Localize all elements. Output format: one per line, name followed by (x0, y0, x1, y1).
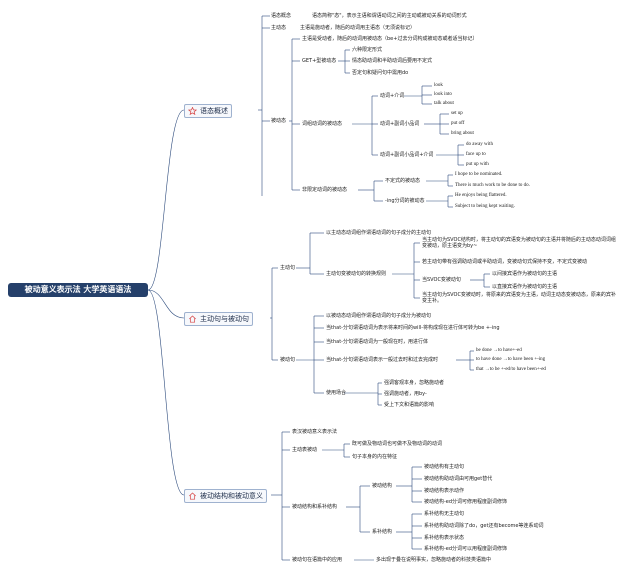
node-verb-prep[interactable]: 动词+介词 (380, 93, 405, 99)
list-item: talk about (434, 101, 454, 106)
node-verb-particle-prep[interactable]: 动词+副词小品词+介词 (380, 152, 434, 158)
list-item: 被动结构表示动作 (424, 488, 465, 494)
list-item: 强调客观本身，忽略施动者 (384, 380, 445, 386)
list-item: do away with (466, 142, 493, 147)
list-item: 既可做及物动词也可做不及物动词的动词 (352, 441, 443, 447)
node-active-voice-text: 主语是施动者，随后的动词用主语态（无须说标记） (300, 25, 416, 31)
node-active-sentence-def: 以主动态动词组作谓语动词的句子成分的主动句 (326, 230, 432, 236)
node-passive-voice-text: 主语是受动者，随后的动词用被动态（be+过去分词构成被动态或者适当标记） (302, 36, 478, 42)
list-item: 当that-分句谓语动词为表示将来时间的will-将构成现在进行体可转为be +… (326, 325, 500, 331)
branch-label: 被动结构和被动意义 (200, 492, 263, 500)
list-item: set up (451, 111, 463, 116)
list-item: 以间接宾语作为被动句的主语 (492, 271, 558, 277)
node-active-for-passive[interactable]: 主动表被动 (292, 447, 318, 453)
list-item: 否定句和疑问句中需用do (352, 70, 409, 76)
list-item: 系补结构无主动句 (424, 511, 465, 517)
node-usage[interactable]: 使用场合 (326, 390, 347, 396)
list-item: Subject to being kept waiting. (455, 204, 515, 209)
node-discourse-usage[interactable]: 被动句在语篇中的应用 (292, 557, 343, 563)
list-item: 系补结构-ed分词可以用程度副词修饰 (424, 546, 508, 552)
node-passive-meaning[interactable]: 表汉被动意义表示法 (292, 429, 338, 435)
star-icon (188, 107, 197, 115)
node-discourse-text: 多出现于叠在说明事实，忽略施动者的科技类语篇中 (376, 557, 492, 563)
list-item: 被动结构有主动句 (424, 464, 465, 470)
list-item: look into (434, 92, 452, 97)
node-verb-particle[interactable]: 动词+副词小品词 (380, 121, 420, 127)
list-item: He enjoys being flattered. (455, 193, 507, 198)
node-structure-compare[interactable]: 被动结构和系补结构 (292, 504, 338, 510)
node-linking-structure[interactable]: 系补结构 (372, 529, 393, 535)
list-item: 句子本身的内在特征 (352, 454, 398, 460)
list-item: I hope to be nominated. (455, 172, 503, 177)
list-item: that →to be +-ed/to have been+-ed (476, 367, 546, 372)
node-transform-rules[interactable]: 主动句变被动句的转换规则 (326, 271, 387, 277)
list-item: 情态助动词和半助动词后要用不定式 (352, 58, 433, 64)
node-passive-structure[interactable]: 被动结构 (372, 483, 393, 489)
list-item: 被动结构-ed分词可修用程度副词修饰 (424, 499, 508, 505)
branch-passive-structure[interactable]: 被动结构和被动意义 (184, 489, 267, 503)
list-item: 六种限定形式 (352, 47, 383, 53)
list-item: put up with (466, 162, 489, 167)
list-item: There is much work to be done to do. (455, 183, 530, 188)
list-item: to have done →to have been +-ing (476, 357, 546, 362)
branch-active-passive[interactable]: 主动句与被动句 (184, 312, 253, 326)
rule-text: 当主动句为SVOC结构时，将主动句的宾语变为被动句的主语并将随后的主动态动词词组… (422, 237, 616, 249)
rule-text: 若主动句带有强调助动词或半助动词，变被动句式保持不变，不定式变被动 (422, 259, 588, 265)
list-item: 当that-分句谓语动词为一般现在时，用进行体 (326, 339, 428, 345)
branch-label: 主动句与被动句 (200, 315, 249, 323)
branch-voice-overview[interactable]: 语态概述 (184, 104, 232, 118)
rule-text: 当主动句为SVOC变被动时，将原来的宾语变为主语，动词主动态变被动态，原来的宾补… (422, 292, 616, 304)
node-get-passive[interactable]: GET+型被动态 (302, 58, 337, 64)
house-icon (189, 315, 196, 323)
node-nonfinite-passive[interactable]: 非限定动词的被动态 (302, 187, 348, 193)
branch-label: 语态概述 (200, 107, 228, 115)
list-item: put off (451, 121, 465, 126)
node-phrasal-passive[interactable]: 词组动词的被动态 (302, 121, 343, 127)
list-item: bring about (451, 131, 474, 136)
node-ing-passive[interactable]: -ing分词的被动态 (385, 198, 425, 204)
list-item: 以被动态动词组作谓语动词的句子成分为被动句 (326, 313, 432, 319)
root-node[interactable]: 被动意义表示法 大学英语语法 (8, 283, 148, 297)
node-svoc-passive[interactable]: 当SVOC变被动句 (422, 277, 461, 283)
list-item: be done →to have+-ed (476, 348, 522, 353)
list-item: face up to (466, 152, 486, 157)
node-passive-sentence[interactable]: 被动句 (280, 357, 296, 363)
node-passive-voice[interactable]: 被动态 (271, 118, 287, 124)
list-item: 受上下文和语篇的影响 (384, 402, 435, 408)
house-icon (189, 492, 196, 500)
node-active-voice[interactable]: 主动态 (271, 25, 287, 31)
node-active-sentence[interactable]: 主动句 (280, 265, 296, 271)
list-item: 强调施动者，用by- (384, 391, 427, 397)
node-infinitive-passive[interactable]: 不定式的被动态 (385, 178, 421, 184)
node-that-clause[interactable]: 当that-分句谓语动词表示一般过去时和过去完成时 (326, 357, 438, 363)
list-item: look (434, 83, 443, 88)
list-item: 系补结构表示状态 (424, 535, 465, 541)
list-item: 系补结构助动词除了do，get还有become等连系动词 (424, 523, 544, 529)
list-item: 以直接宾语作为被动句的主语 (492, 284, 558, 290)
node-voice-concept[interactable]: 语态概念 (271, 13, 292, 19)
node-voice-concept-text: 语态简称"态"，表示主语和谓语动词之间的主动或被动关系的动词形式 (312, 13, 467, 19)
list-item: 被动结构助动词由可用get替代 (424, 476, 493, 482)
